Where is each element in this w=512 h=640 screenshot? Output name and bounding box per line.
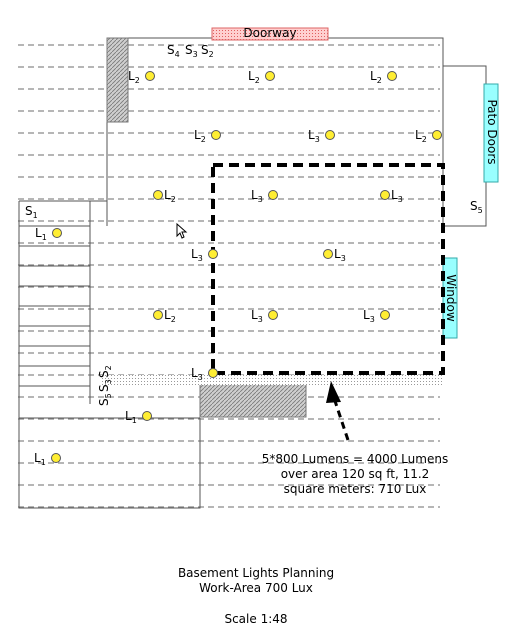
- support-column: [106, 37, 129, 123]
- light-label: L1: [125, 409, 137, 425]
- light-fixture-icon: [268, 190, 278, 200]
- light-label: L2: [248, 69, 260, 85]
- light-fixture-icon: [323, 249, 333, 259]
- annotation-line-1: 5*800 Lumens = 4000 Lumens: [261, 452, 449, 466]
- window-box: [442, 257, 458, 339]
- light-label: L3: [251, 308, 263, 324]
- light-label: L2: [370, 69, 382, 85]
- lumens-annotation: 5*800 Lumens = 4000 Lumens over area 120…: [255, 452, 455, 497]
- light-fixture-icon: [145, 71, 155, 81]
- light-label: L3: [251, 188, 263, 204]
- title-block: Basement Lights Planning Work-Area 700 L…: [0, 566, 512, 596]
- light-fixture-icon: [380, 310, 390, 320]
- patio-doors-box: [483, 83, 499, 183]
- light-fixture-icon: [265, 71, 275, 81]
- light-label: L1: [34, 451, 46, 467]
- annotation-line-2: over area 120 sq ft, 11.2: [280, 467, 430, 481]
- light-fixture-icon: [51, 453, 61, 463]
- work-area: [211, 163, 445, 375]
- light-fixture-icon: [325, 130, 335, 140]
- light-fixture-icon: [211, 130, 221, 140]
- light-label: L3: [391, 188, 403, 204]
- light-fixture-icon: [52, 228, 62, 238]
- beam-dotted: [100, 375, 443, 385]
- light-label: L3: [191, 366, 203, 382]
- light-label: L3: [191, 247, 203, 263]
- ceiling-joists: [18, 44, 440, 508]
- annotation-line-3: square meters: 710 Lux: [283, 482, 427, 496]
- light-label: L2: [164, 308, 176, 324]
- light-label: L3: [363, 308, 375, 324]
- annotation-arrow: [326, 381, 350, 441]
- switch-label: S4: [167, 43, 180, 59]
- switch-label: S1: [25, 204, 38, 220]
- light-label: L2: [415, 128, 427, 144]
- title-line-1: Basement Lights Planning: [177, 566, 335, 580]
- switch-label: S3: [185, 43, 198, 59]
- switch-label: S2: [97, 365, 113, 378]
- light-fixture-icon: [387, 71, 397, 81]
- light-label: L2: [194, 128, 206, 144]
- light-fixture-icon: [208, 249, 218, 259]
- title-line-2: Work-Area 700 Lux: [199, 581, 313, 595]
- doorway-label: Doorway: [243, 26, 296, 40]
- light-label: L2: [128, 69, 140, 85]
- window-label: Window: [444, 274, 458, 322]
- light-label: L3: [334, 247, 346, 263]
- light-fixture-icon: [432, 130, 442, 140]
- scale-label: Scale 1:48: [224, 612, 288, 626]
- switch-label: S5: [470, 199, 483, 215]
- light-label: L2: [164, 188, 176, 204]
- doorway-opening: [211, 27, 329, 41]
- light-fixture-icon: [380, 190, 390, 200]
- switch-label: S5: [97, 393, 113, 406]
- light-fixture-icon: [153, 190, 163, 200]
- walls: [18, 37, 487, 509]
- switch-label: S2: [201, 43, 214, 59]
- light-fixture-icon: [142, 411, 152, 421]
- patio-doors-label: Pato Doors: [485, 99, 499, 164]
- beam: [199, 382, 307, 418]
- light-label: L1: [35, 226, 47, 242]
- light-fixture-icon: [268, 310, 278, 320]
- light-label: L3: [308, 128, 320, 144]
- switch-label: S3: [97, 379, 113, 392]
- light-fixture-icon: [153, 310, 163, 320]
- light-fixture-icon: [208, 368, 218, 378]
- mouse-cursor-icon: [176, 222, 188, 239]
